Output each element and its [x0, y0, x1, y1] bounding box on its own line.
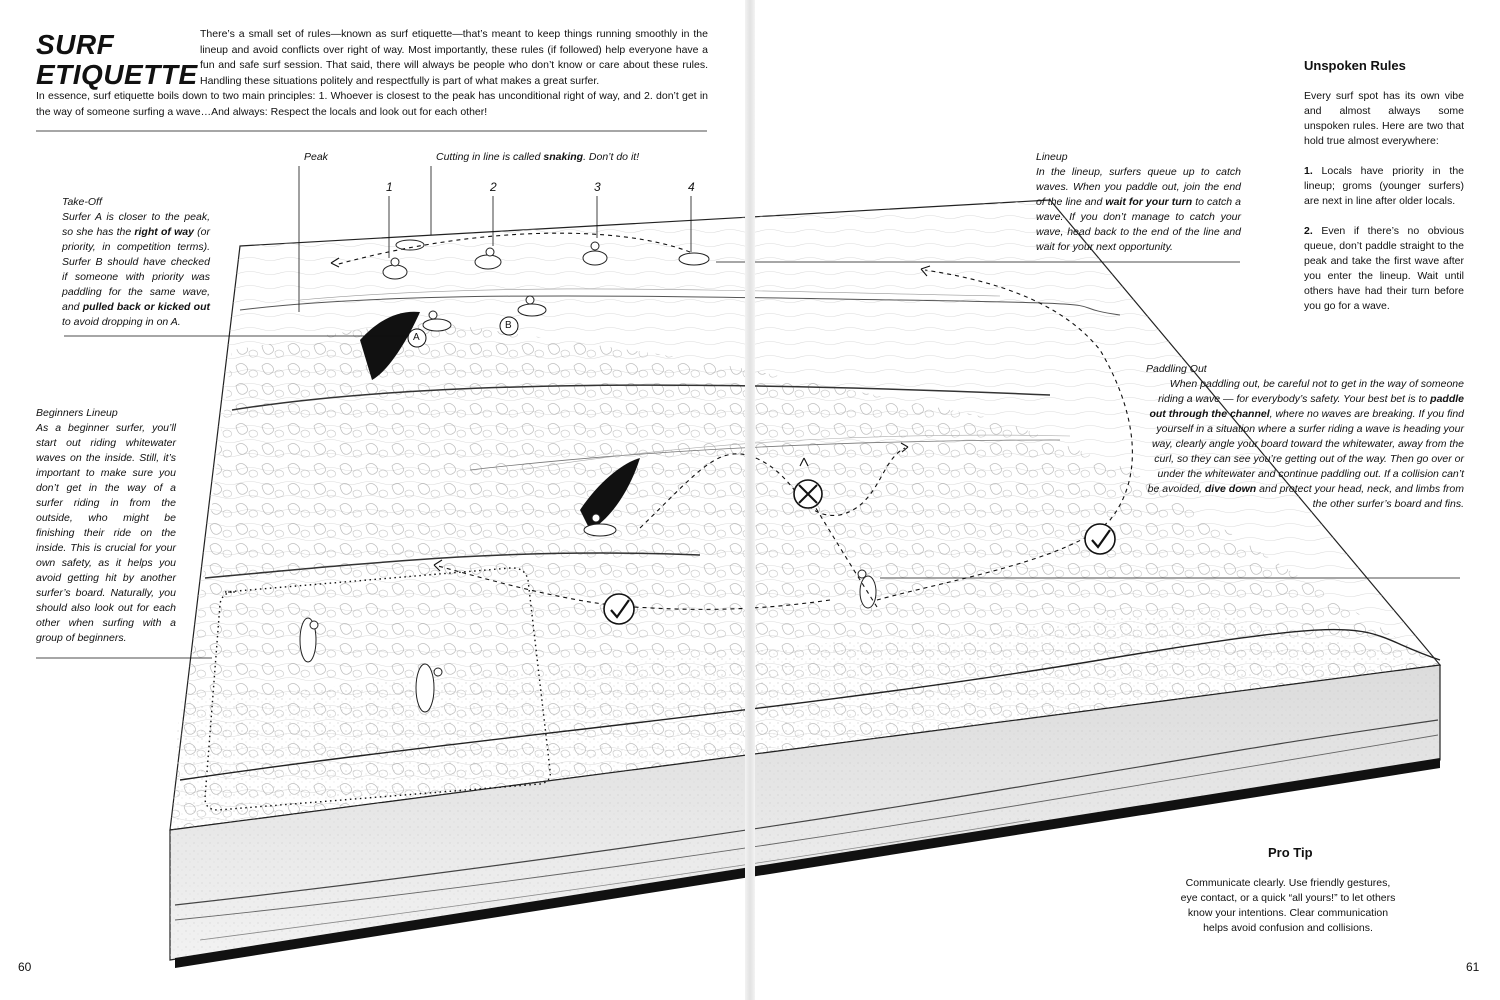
- pro-tip-text: Communicate clearly. Use friendly gestur…: [1180, 877, 1396, 934]
- paddling-heading: Paddling Out: [1146, 363, 1207, 375]
- breaking-wave-1: [360, 311, 420, 380]
- takeoff-heading: Take-Off: [62, 196, 102, 208]
- snaking-caption: Cutting in line is called snaking. Don’t…: [436, 151, 640, 163]
- surfer-b-label: B: [505, 320, 512, 331]
- intro-text-1: There’s a small set of rules—known as su…: [200, 28, 708, 87]
- title-line-2: ETIQUETTE: [36, 59, 198, 90]
- beginners-caption: Beginners Lineup As a beginner surfer, y…: [36, 407, 176, 644]
- rule-2: 2. Even if there’s no obvious queue, don…: [1304, 225, 1464, 312]
- surfer-a-marker: [407, 328, 427, 348]
- queue-number-2: 2: [490, 180, 497, 194]
- book-gutter: [745, 0, 755, 1000]
- pro-tip-heading: Pro Tip: [1268, 845, 1313, 860]
- unspoken-rules-heading: Unspoken Rules: [1304, 58, 1406, 73]
- surfer-a-label: A: [413, 332, 420, 343]
- unspoken-rules-text: Every surf spot has its own vibe and alm…: [1304, 89, 1464, 314]
- unspoken-intro: Every surf spot has its own vibe and alm…: [1304, 90, 1464, 147]
- block-base-shadow: [175, 758, 1440, 968]
- title-line-1: SURF: [36, 29, 115, 60]
- queue-number-4: 4: [688, 180, 695, 194]
- paddling-caption: Paddling Out When paddling out, be caref…: [1146, 363, 1464, 510]
- queue-number-3: 3: [594, 180, 601, 194]
- queue-surfers: [299, 239, 877, 713]
- paddle-out-wrong: [807, 494, 878, 608]
- lineup-rotation-path: [334, 232, 691, 266]
- intro-paragraph: There’s a small set of rules—known as su…: [36, 27, 708, 120]
- queue-number-1: 1: [386, 180, 393, 194]
- cross-icon: [793, 479, 823, 509]
- intro-text-2: In essence, surf etiquette boils down to…: [36, 90, 708, 118]
- page-number-left: 60: [18, 960, 32, 974]
- empty-queue-spot: [678, 252, 710, 266]
- check-icon-beginner: [603, 593, 635, 625]
- page-number-right: 61: [1466, 960, 1480, 974]
- rule-1: 1. Locals have priority in the lineup; g…: [1304, 165, 1464, 207]
- beginners-zone-outline: [204, 567, 551, 811]
- peak-label: Peak: [304, 151, 328, 163]
- outer-wave: [239, 295, 1121, 316]
- breaking-wave-2: [580, 458, 640, 530]
- surfer-b-marker: [499, 316, 519, 336]
- lineup-caption: Lineup In the lineup, surfers queue up t…: [1036, 151, 1241, 253]
- page-title: SURF ETIQUETTE: [36, 29, 198, 90]
- sand-shore: [170, 610, 1440, 830]
- check-icon-channel: [1084, 523, 1116, 555]
- beginners-heading: Beginners Lineup: [36, 407, 118, 419]
- lineup-heading: Lineup: [1036, 151, 1068, 163]
- takeoff-caption: Take-Off Surfer A is closer to the peak,…: [62, 196, 211, 328]
